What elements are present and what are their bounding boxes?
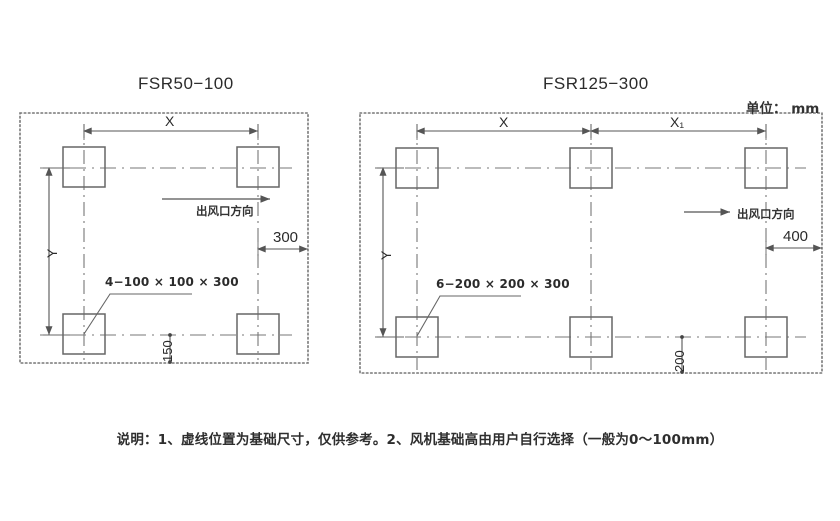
foundation-outline-left xyxy=(19,112,309,364)
dimension-label-x1-right: X₁ xyxy=(670,114,685,130)
anchor-pad xyxy=(569,316,613,358)
anchor-pad xyxy=(62,313,106,355)
dimension-label-x-left: X xyxy=(165,113,175,129)
dimension-value-300-left: 300 xyxy=(273,229,299,246)
anchor-note-left: 4−100 × 100 × 300 xyxy=(105,275,239,289)
foundation-outline-right xyxy=(359,112,823,374)
figure-caption: 说明：1、虚线位置为基础尺寸，仅供参考。2、风机基础高由用户自行选择（一般为0～… xyxy=(116,432,724,448)
anchor-pad xyxy=(569,147,613,189)
dimension-value-200-right: 200 xyxy=(672,350,687,372)
dimension-value-150-left: 150 xyxy=(160,340,175,362)
dimension-value-400-right: 400 xyxy=(783,228,809,245)
dimension-label-y-right: Y xyxy=(378,250,394,260)
unit-note: 单位： mm xyxy=(746,101,820,117)
leader-line-right xyxy=(416,295,521,337)
diagram-fsr125-300 xyxy=(359,112,823,374)
anchor-pad xyxy=(62,146,106,188)
anchor-pad xyxy=(236,313,280,355)
anchor-note-right: 6−200 × 200 × 300 xyxy=(436,277,570,291)
anchor-pad xyxy=(236,146,280,188)
anchor-pad xyxy=(744,147,788,189)
dimension-label-y-left: Y xyxy=(44,248,60,258)
airflow-direction-label-right: 出风口方向 xyxy=(737,207,795,221)
diagram-fsr50-100 xyxy=(19,112,309,364)
anchor-pad xyxy=(744,316,788,358)
airflow-direction-label-left: 出风口方向 xyxy=(196,204,254,218)
dimension-label-x-right: X xyxy=(499,114,509,130)
diagram-title-left: FSR50−100 xyxy=(138,74,234,93)
diagram-title-right: FSR125−300 xyxy=(543,74,649,93)
leader-line-left xyxy=(83,293,192,335)
